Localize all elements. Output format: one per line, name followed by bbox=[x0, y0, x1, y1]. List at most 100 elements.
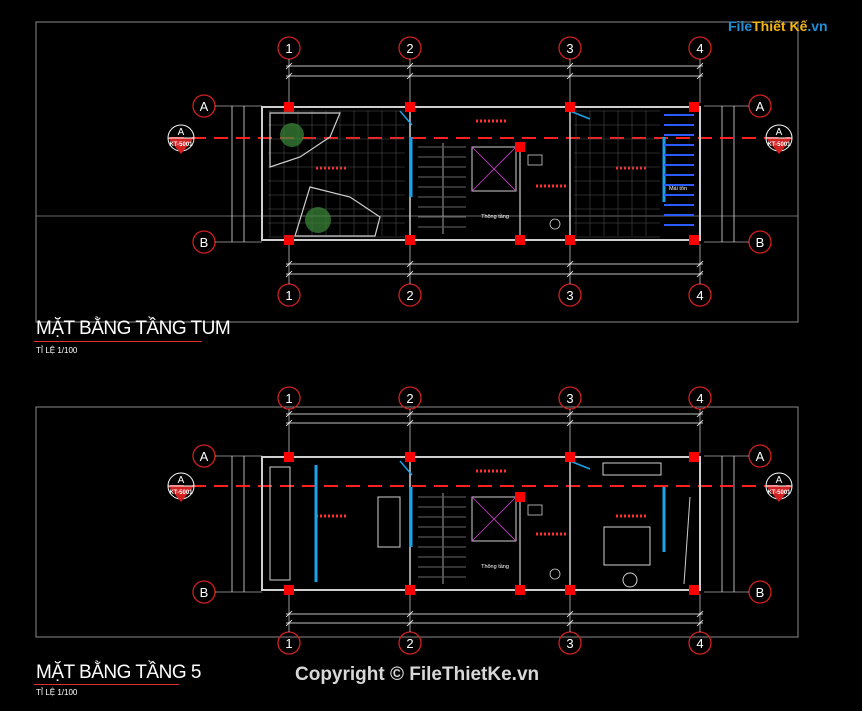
dimension-tick bbox=[566, 419, 574, 427]
structural-column bbox=[565, 235, 575, 245]
axis-label: A bbox=[200, 449, 209, 464]
dimension-tick bbox=[696, 410, 704, 418]
structural-column bbox=[689, 102, 699, 112]
structural-column bbox=[405, 585, 415, 595]
void-box bbox=[471, 496, 517, 542]
bed bbox=[603, 526, 651, 566]
dimension-tick bbox=[566, 260, 574, 268]
axis-label: B bbox=[756, 585, 765, 600]
dimension-tick bbox=[696, 419, 704, 427]
axis-label: 4 bbox=[696, 391, 703, 406]
exterior-wall bbox=[261, 106, 701, 241]
section-tag: A bbox=[776, 475, 783, 486]
dimension-tick bbox=[285, 72, 293, 80]
copyright-watermark: Copyright © FileThietKe.vn bbox=[295, 664, 540, 685]
structural-column bbox=[689, 235, 699, 245]
wc-fixture bbox=[527, 154, 543, 166]
axis-label: 1 bbox=[285, 391, 292, 406]
axis-label: 3 bbox=[566, 636, 573, 651]
void-cross bbox=[471, 146, 517, 192]
dimension-tick bbox=[566, 270, 574, 278]
planter bbox=[269, 112, 341, 168]
structural-column bbox=[515, 235, 525, 245]
section-ref: KT-5001 bbox=[767, 490, 791, 496]
section-arrow bbox=[766, 138, 792, 154]
dimension-tick bbox=[406, 72, 414, 80]
dimension-tick bbox=[406, 610, 414, 618]
plan-scale-5: TỈ LỆ 1/100 bbox=[36, 688, 78, 697]
axis-label: A bbox=[756, 449, 765, 464]
void-box bbox=[471, 146, 517, 192]
dimension-tick bbox=[566, 62, 574, 70]
void-cross bbox=[471, 496, 517, 542]
stair-window bbox=[683, 496, 691, 585]
plan-scale-tum: TỈ LỆ 1/100 bbox=[36, 346, 78, 355]
structural-column bbox=[405, 452, 415, 462]
axis-label: 1 bbox=[285, 636, 292, 651]
axis-label: 1 bbox=[285, 288, 292, 303]
axis-label: 2 bbox=[406, 636, 413, 651]
structural-column bbox=[284, 102, 294, 112]
axis-label: 4 bbox=[696, 41, 703, 56]
balcony bbox=[269, 466, 291, 581]
room-label-mai-ton: Mái tôn bbox=[669, 186, 687, 192]
structural-column bbox=[515, 585, 525, 595]
axis-label: A bbox=[756, 99, 765, 114]
section-ref: KT-5001 bbox=[767, 142, 791, 148]
door-swing bbox=[399, 110, 413, 126]
dimension-tick bbox=[696, 62, 704, 70]
wc-fixture bbox=[549, 218, 561, 230]
axis-label: B bbox=[756, 235, 765, 250]
logo-brand: Thiết Kế bbox=[752, 18, 808, 34]
structural-column bbox=[565, 452, 575, 462]
dimension-tick bbox=[566, 410, 574, 418]
axis-label: 3 bbox=[566, 288, 573, 303]
structural-column bbox=[284, 585, 294, 595]
structural-column bbox=[565, 585, 575, 595]
tree bbox=[305, 207, 331, 233]
dimension-tick bbox=[566, 610, 574, 618]
structural-column bbox=[515, 492, 525, 502]
dimension-tick bbox=[285, 419, 293, 427]
structural-column bbox=[284, 235, 294, 245]
dimension-tick bbox=[285, 610, 293, 618]
axis-label: 4 bbox=[696, 288, 703, 303]
wardrobe bbox=[602, 462, 662, 476]
dimension-tick bbox=[285, 62, 293, 70]
door-swing bbox=[399, 460, 413, 476]
structural-column bbox=[405, 235, 415, 245]
section-tag: A bbox=[776, 127, 783, 138]
planter bbox=[294, 186, 381, 237]
door-swing bbox=[569, 110, 591, 120]
axis-label: 3 bbox=[566, 41, 573, 56]
axis-label: 4 bbox=[696, 636, 703, 651]
dimension-tick bbox=[285, 270, 293, 278]
structural-column bbox=[689, 452, 699, 462]
structural-column bbox=[405, 102, 415, 112]
room-label-thong-tang: Thông tầng bbox=[481, 214, 509, 220]
section-arrow bbox=[168, 138, 194, 154]
structural-column bbox=[565, 102, 575, 112]
axis-label: 1 bbox=[285, 41, 292, 56]
dimension-tick bbox=[696, 619, 704, 627]
axis-label: 2 bbox=[406, 391, 413, 406]
title-underline bbox=[34, 341, 202, 342]
dimension-tick bbox=[285, 260, 293, 268]
bed bbox=[377, 496, 401, 548]
axis-label: B bbox=[200, 235, 209, 250]
dimension-tick bbox=[566, 72, 574, 80]
wc-fixture bbox=[549, 568, 561, 580]
dimension-tick bbox=[406, 419, 414, 427]
site-logo: FileThiết Kế.vn bbox=[724, 12, 836, 44]
axis-label: 2 bbox=[406, 288, 413, 303]
section-ref: KT-5001 bbox=[169, 142, 193, 148]
axis-label: 2 bbox=[406, 41, 413, 56]
axis-label: 3 bbox=[566, 391, 573, 406]
section-arrow bbox=[766, 486, 792, 502]
structural-column bbox=[689, 585, 699, 595]
section-arrow bbox=[168, 486, 194, 502]
exterior-wall bbox=[261, 456, 701, 591]
